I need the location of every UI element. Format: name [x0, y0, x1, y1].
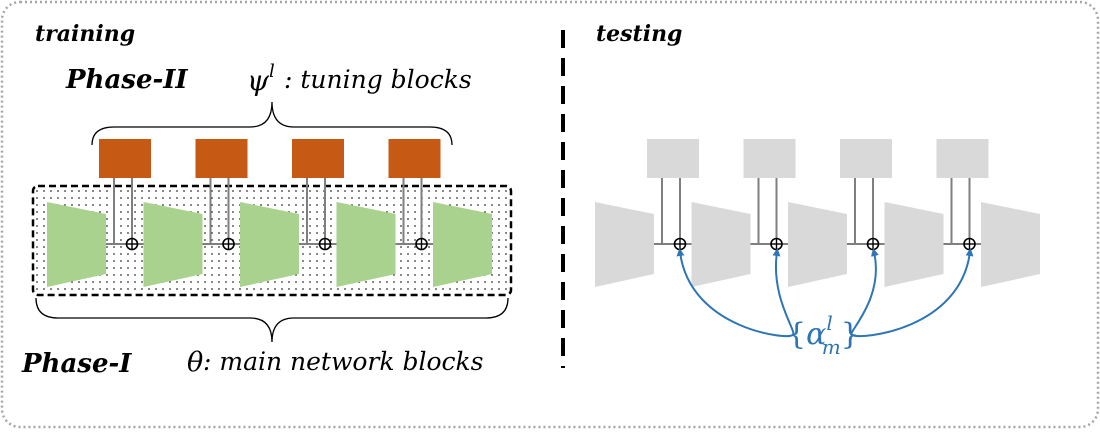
phase2-brace: [91, 101, 453, 146]
alpha-arrows: [676, 248, 974, 338]
test-main-block-4: [884, 202, 944, 287]
phase1-label: Phase-I: [21, 349, 132, 379]
phase2-description: : tuning blocks: [284, 65, 472, 94]
train-main-block-3: [240, 202, 299, 287]
phase1-brace: [35, 297, 509, 343]
phase2-superscript: l: [269, 61, 275, 82]
alpha-arrow-2: [772, 248, 795, 336]
test-main-block-2: [691, 202, 751, 287]
train-main-block-1: [47, 202, 106, 287]
test-main-block-1: [595, 202, 654, 287]
phase2-label: Phase-II: [65, 65, 188, 95]
testing-heading: testing: [596, 21, 682, 47]
train-tuning-block-4: [388, 139, 441, 178]
train-main-block-4: [336, 202, 396, 287]
train-main-block-5: [433, 202, 492, 287]
alpha-close-brace: }: [841, 317, 860, 352]
test-tuning-block-2: [743, 139, 796, 178]
test-main-block-5: [981, 202, 1040, 287]
training-blocks: [47, 139, 492, 287]
alpha-symbol: α: [806, 317, 826, 352]
alpha-arrow-3: [850, 248, 879, 336]
alpha-subscript: m: [822, 335, 841, 359]
testing-blocks: [595, 139, 1040, 287]
train-tuning-block-1: [99, 139, 151, 178]
alpha-superscript: l: [826, 311, 832, 335]
phase1-description: : main network blocks: [203, 347, 484, 376]
phase1-symbol: θ: [187, 347, 203, 378]
test-main-block-3: [788, 202, 847, 287]
test-tuning-block-1: [647, 139, 699, 178]
test-tuning-block-4: [936, 139, 989, 178]
phase2-symbol: ψl: [247, 61, 275, 97]
test-tuning-block-3: [840, 139, 892, 178]
train-tuning-block-2: [195, 139, 248, 178]
train-main-block-2: [143, 202, 203, 287]
training-heading: training: [35, 21, 135, 47]
phase2-psi: ψ: [247, 64, 270, 97]
alpha-open-brace: {: [787, 317, 806, 352]
train-tuning-block-3: [292, 139, 344, 178]
alpha-arrow-1: [676, 248, 793, 338]
alpha-arrow-4: [851, 248, 974, 338]
